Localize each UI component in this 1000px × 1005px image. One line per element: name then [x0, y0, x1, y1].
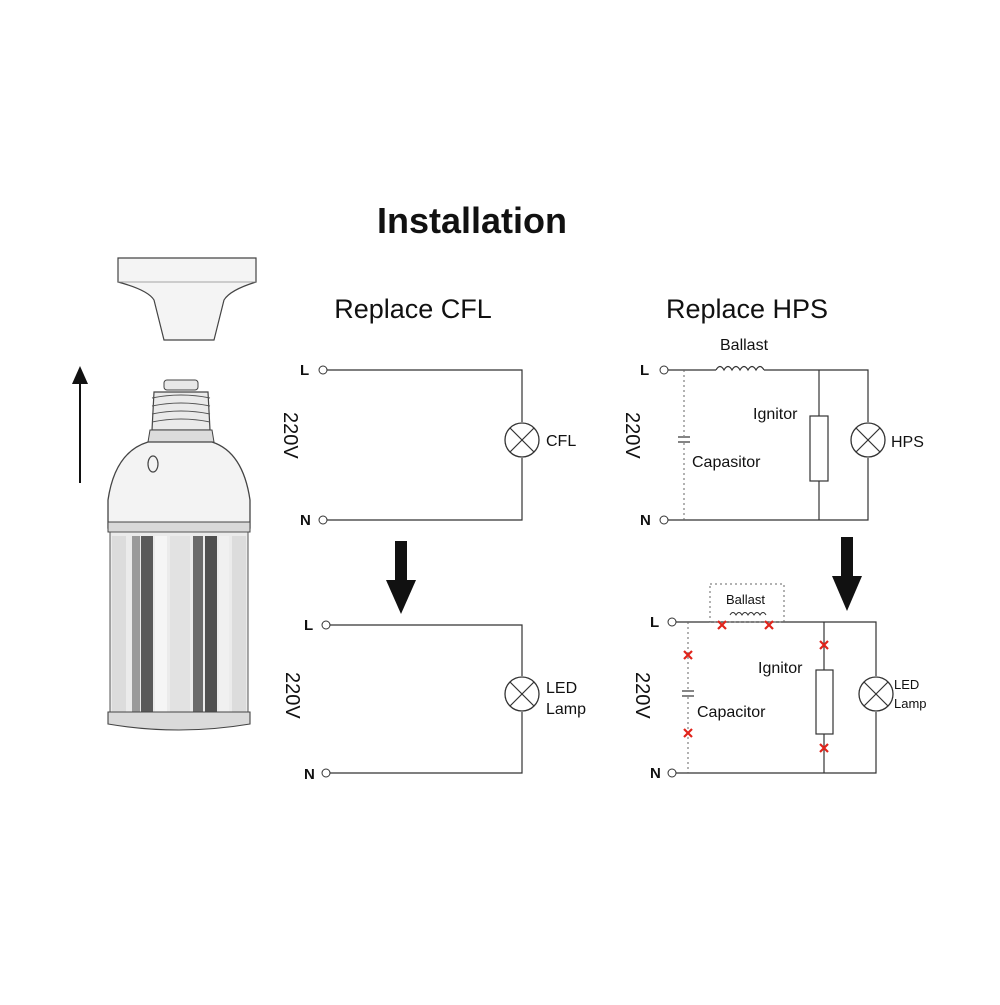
bulb-housing — [107, 441, 251, 529]
ignitor-component — [815, 669, 834, 735]
led-retrofit-circuit: L N Ballast Capacitor Ignitor LED Lamp 2… — [631, 583, 927, 782]
voltage-label: 220V — [279, 412, 301, 459]
terminal-l-label: L — [650, 614, 659, 631]
cut-mark-icon — [819, 640, 829, 650]
lamp-symbol-icon — [504, 422, 540, 458]
ballast-coil — [715, 365, 765, 372]
terminal-n — [667, 768, 677, 778]
screw-base — [147, 379, 215, 443]
terminal-n — [659, 515, 669, 525]
voltage-label: 220V — [621, 412, 643, 459]
voltage-label: 220V — [281, 672, 303, 719]
cfl-circuit: L N CFL 220V — [279, 362, 576, 529]
terminal-l-label: L — [300, 362, 309, 379]
ballast-coil — [729, 612, 767, 616]
vent-hole — [147, 455, 159, 473]
led-label: LED — [546, 680, 577, 697]
lamp-label: Lamp — [894, 696, 927, 711]
down-arrow-icon — [832, 537, 862, 611]
lamp-label: Lamp — [546, 701, 586, 718]
hps-heading: Replace HPS — [666, 294, 828, 324]
lamp-socket — [117, 257, 257, 341]
terminal-n — [321, 768, 331, 778]
ignitor-label: Ignitor — [753, 406, 798, 423]
terminal-l-label: L — [304, 617, 313, 634]
voltage-label: 220V — [631, 672, 653, 719]
removed-ballast-box — [709, 583, 785, 623]
terminal-l — [321, 620, 331, 630]
terminal-l — [667, 617, 677, 627]
cfl-label: CFL — [546, 433, 576, 450]
ignitor-component — [809, 415, 829, 482]
cut-mark-icon — [764, 620, 774, 630]
corn-bulb-illustration — [72, 257, 257, 731]
terminal-n-label: N — [640, 512, 651, 529]
ballast-label: Ballast — [720, 337, 769, 354]
cut-marks — [683, 620, 829, 753]
housing-ring — [107, 521, 251, 533]
cfl-heading: Replace CFL — [334, 294, 492, 324]
terminal-n-label: N — [650, 765, 661, 782]
terminal-n-label: N — [300, 512, 311, 529]
lamp-symbol-icon — [504, 676, 540, 712]
led-circuit-simple: L N LED Lamp 220V — [281, 617, 586, 783]
ballast-label: Ballast — [726, 592, 765, 607]
cut-mark-icon — [683, 650, 693, 660]
lamp-symbol-icon — [850, 422, 886, 458]
terminal-l — [318, 365, 328, 375]
capacitor-label: Capasitor — [692, 454, 761, 471]
lamp-symbol-icon — [858, 676, 894, 712]
up-arrow-icon — [72, 366, 88, 483]
page-title: Installation — [377, 200, 567, 241]
hps-label: HPS — [891, 434, 924, 451]
capacitor-label: Capacitor — [697, 704, 766, 721]
terminal-l-label: L — [640, 362, 649, 379]
ignitor-label: Ignitor — [758, 660, 803, 677]
cut-mark-icon — [717, 620, 727, 630]
led-label: LED — [894, 677, 919, 692]
cut-mark-icon — [683, 728, 693, 738]
terminal-n-label: N — [304, 766, 315, 783]
cut-mark-icon — [819, 743, 829, 753]
down-arrow-icon — [386, 541, 416, 614]
terminal-n — [318, 515, 328, 525]
hps-circuit: L N Ballast Capasitor Ignitor HPS 220V — [621, 337, 924, 529]
bottom-cap — [107, 711, 251, 731]
led-strips — [109, 531, 249, 723]
terminal-l — [659, 365, 669, 375]
